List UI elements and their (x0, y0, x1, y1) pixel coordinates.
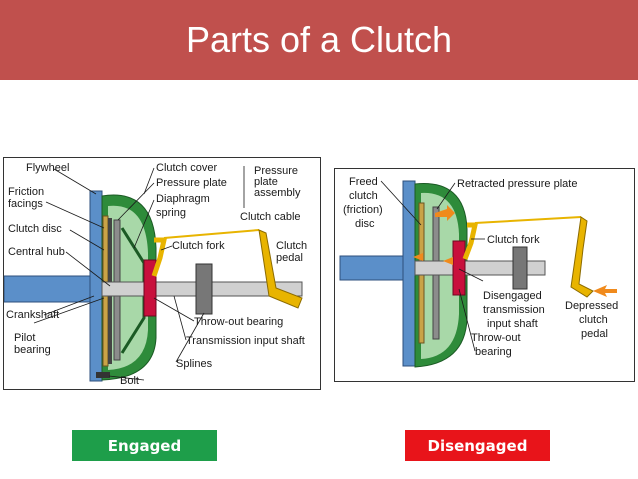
page-title: Parts of a Clutch (185, 19, 453, 60)
throw-out-bearing (452, 240, 466, 296)
crankshaft (339, 255, 409, 281)
label-clutch-cover: Clutch cover (156, 162, 217, 174)
label-depressed-pedal-3: pedal (581, 328, 608, 340)
arrow-bearing (443, 257, 453, 265)
leader-lines (380, 180, 485, 352)
label-pilot-bearing-1: Pilot (14, 332, 35, 344)
label-pressure-plate-assembly-1: Pressure (254, 165, 298, 177)
arrow-pedal (593, 285, 617, 297)
label-flywheel: Flywheel (26, 162, 69, 174)
clutch-pedal (258, 229, 303, 309)
label-depressed-pedal-2: clutch (579, 314, 608, 326)
label-depressed-pedal-1: Depressed (565, 300, 618, 312)
clutch-cable (163, 229, 260, 239)
disengaged-clutch-illustration: Freed clutch (friction) disc Retracted p… (339, 176, 618, 368)
depressed-clutch-pedal (570, 216, 594, 298)
arrow-pressure-plate (435, 205, 455, 221)
label-clutch-pedal-2: pedal (276, 252, 303, 264)
label-transmission-input-shaft: Transmission input shaft (186, 335, 305, 347)
label-pressure-plate: Pressure plate (156, 177, 227, 189)
label-central-hub: Central hub (8, 246, 65, 258)
label-throw-out-bearing-2: bearing (475, 346, 512, 358)
flywheel (89, 190, 103, 382)
label-diaphragm-spring-2: spring (156, 207, 186, 219)
label-clutch-pedal-1: Clutch (276, 240, 307, 252)
bolt (96, 372, 110, 378)
clutch-cable (474, 216, 582, 224)
label-disengaged-shaft-3: input shaft (487, 318, 538, 330)
splines (195, 263, 213, 315)
label-disengaged-shaft-1: Disengaged (483, 290, 542, 302)
disengaged-badge: Disengaged (405, 430, 550, 461)
arrow-disc (413, 253, 423, 261)
motion-arrows (413, 205, 617, 297)
label-freed-clutch-4: disc (355, 218, 375, 230)
leader-lines (33, 166, 245, 381)
label-throw-out-bearing-1: Throw-out (471, 332, 521, 344)
label-crankshaft: Crankshaft (6, 309, 59, 321)
crankshaft (4, 275, 95, 303)
label-pressure-plate-assembly-3: assembly (254, 187, 301, 199)
label-throw-out-bearing: Throw-out bearing (194, 316, 283, 328)
label-freed-clutch-1: Freed (349, 176, 378, 188)
label-retracted-pressure-plate: Retracted pressure plate (457, 178, 577, 190)
clutch-fork (151, 237, 168, 277)
engaged-clutch-illustration: Flywheel Friction facings Clutch disc Ce… (4, 162, 307, 387)
disengaged-diagram: Freed clutch (friction) disc Retracted p… (334, 168, 635, 382)
label-diaphragm-spring-1: Diaphragm (156, 193, 210, 205)
label-splines: Splines (176, 358, 213, 370)
label-pressure-plate-assembly-2: plate (254, 176, 278, 188)
engaged-badge: Engaged (72, 430, 217, 461)
label-pilot-bearing-2: bearing (14, 344, 51, 356)
label-friction-facings-1: Friction (8, 186, 44, 198)
housing-inner (421, 192, 459, 359)
title-bar: Parts of a Clutch (0, 0, 638, 80)
label-disengaged-shaft-2: transmission (483, 304, 545, 316)
splines (512, 246, 528, 290)
label-freed-clutch-3: (friction) (343, 204, 383, 216)
engaged-diagram: Flywheel Friction facings Clutch disc Ce… (3, 157, 321, 390)
label-clutch-fork: Clutch fork (172, 240, 225, 252)
clutch-fork (462, 222, 479, 260)
label-bolt: Bolt (120, 375, 139, 387)
label-clutch-cable: Clutch cable (240, 211, 301, 223)
label-freed-clutch-2: clutch (349, 190, 378, 202)
flywheel (402, 180, 416, 367)
label-clutch-disc: Clutch disc (8, 223, 62, 235)
label-friction-facings-2: facings (8, 198, 43, 210)
label-clutch-fork: Clutch fork (487, 234, 540, 246)
